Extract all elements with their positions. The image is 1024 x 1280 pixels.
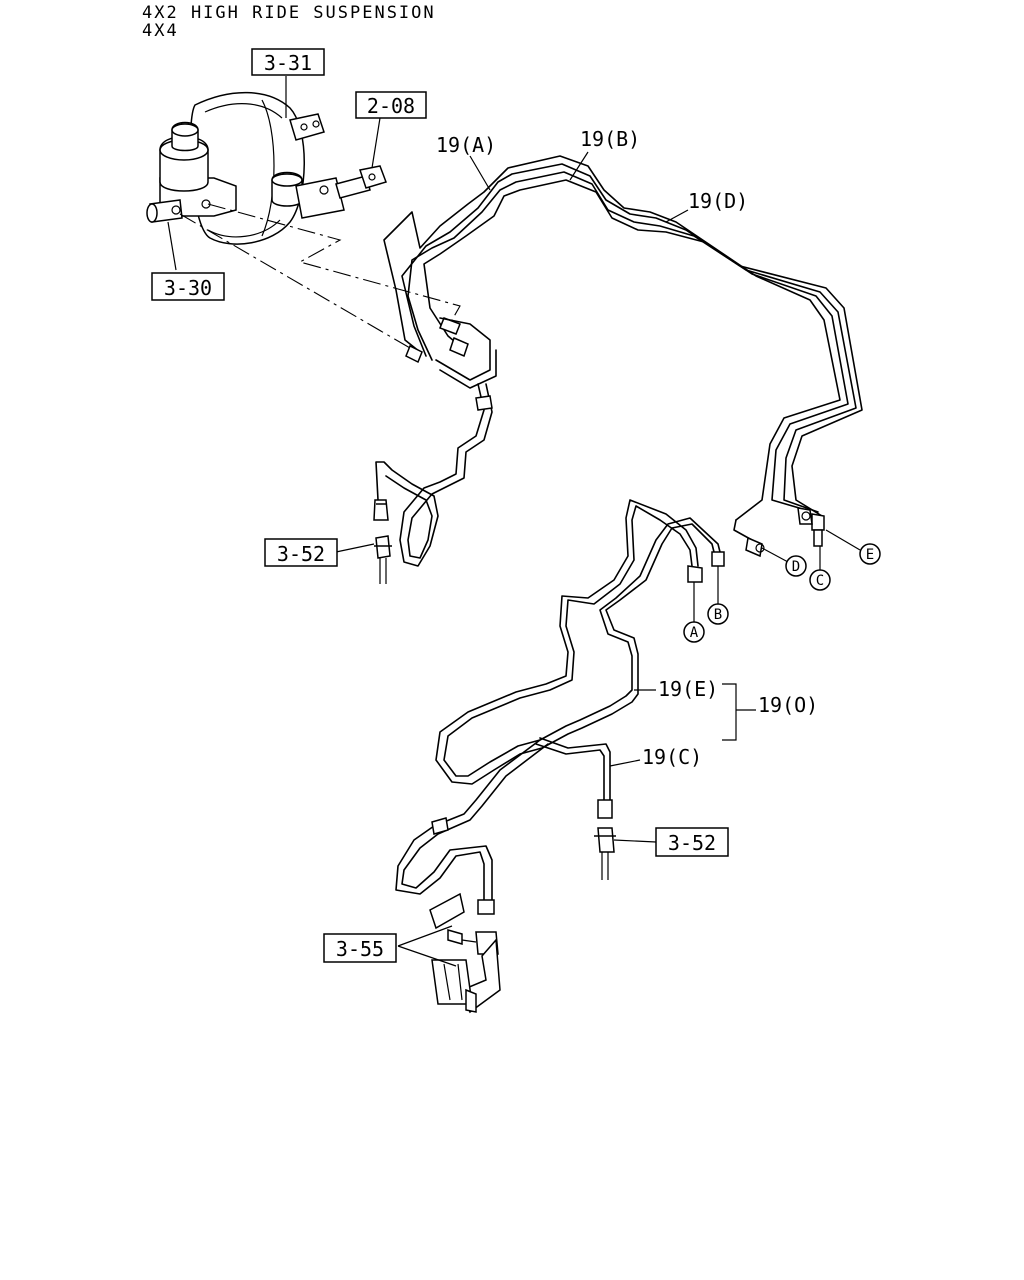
hose-fitting-right <box>594 799 616 880</box>
connector-c: C <box>809 569 831 591</box>
connector-label-a: A <box>690 625 699 641</box>
connector-d: D <box>785 555 807 577</box>
ref-box-3-31[interactable]: 3-31 <box>251 48 325 76</box>
pipe-to-junction <box>395 739 549 901</box>
ref-label-3-31: 3-31 <box>264 51 312 75</box>
projection-line-upper <box>207 203 461 321</box>
ref-label-2-08: 2-08 <box>367 94 415 118</box>
fitting-d <box>733 519 765 558</box>
ref-label-3-55: 3-55 <box>336 937 384 961</box>
pipe-loop-left <box>435 317 491 381</box>
master-cylinder <box>146 121 237 223</box>
ref-box-3-52-right[interactable]: 3-52 <box>655 827 729 857</box>
connector-label-d: D <box>792 559 800 575</box>
ref-box-3-52-left[interactable]: 3-52 <box>264 538 338 567</box>
ref-box-2-08[interactable]: 2-08 <box>355 91 427 119</box>
ref-label-3-52-left: 3-52 <box>277 542 325 566</box>
pipe-19c-branch <box>535 737 611 801</box>
label-pipe-19a: 19(A) <box>436 133 496 157</box>
connector-label-c: C <box>816 573 824 589</box>
pipe-left-to-hose <box>375 383 493 567</box>
fitting-a <box>687 565 703 583</box>
connector-label-e: E <box>866 547 874 563</box>
label-pipe-19d: 19(D) <box>688 189 748 213</box>
fitting-b <box>711 551 725 567</box>
connector-e: E <box>859 543 881 565</box>
ref-box-3-55[interactable]: 3-55 <box>323 933 397 963</box>
pipe-19e-19c <box>435 499 721 785</box>
connector-label-b: B <box>714 607 722 623</box>
header-line-2: 4X4 <box>142 21 179 41</box>
connector-a: A <box>683 621 705 643</box>
leader-lines <box>167 76 861 967</box>
fitting-e <box>797 507 813 525</box>
junction-block <box>429 892 501 1014</box>
ref-box-3-30[interactable]: 3-30 <box>151 272 225 301</box>
header-line-1: 4X2 HIGH RIDE SUSPENSION <box>142 3 436 23</box>
projection-line-lower <box>179 213 411 349</box>
connector-b: B <box>707 603 729 625</box>
ref-label-3-30: 3-30 <box>164 276 212 300</box>
pipe-fitting-left-upper <box>405 317 469 364</box>
label-pipe-19o: 19(O) <box>758 693 818 717</box>
label-pipe-19c: 19(C) <box>642 745 702 769</box>
brake-pedal-bracket <box>289 113 325 141</box>
fitting-c <box>811 513 825 547</box>
hose-fitting-left <box>373 499 392 584</box>
pipe-loop-left-2 <box>439 349 497 389</box>
label-pipe-19b: 19(B) <box>580 127 640 151</box>
ref-label-3-52-right: 3-52 <box>668 831 716 855</box>
clutch-master-cylinder <box>271 165 387 219</box>
label-pipe-19e: 19(E) <box>658 677 718 701</box>
pipe-bundle-19a-19b-19d <box>383 155 863 521</box>
